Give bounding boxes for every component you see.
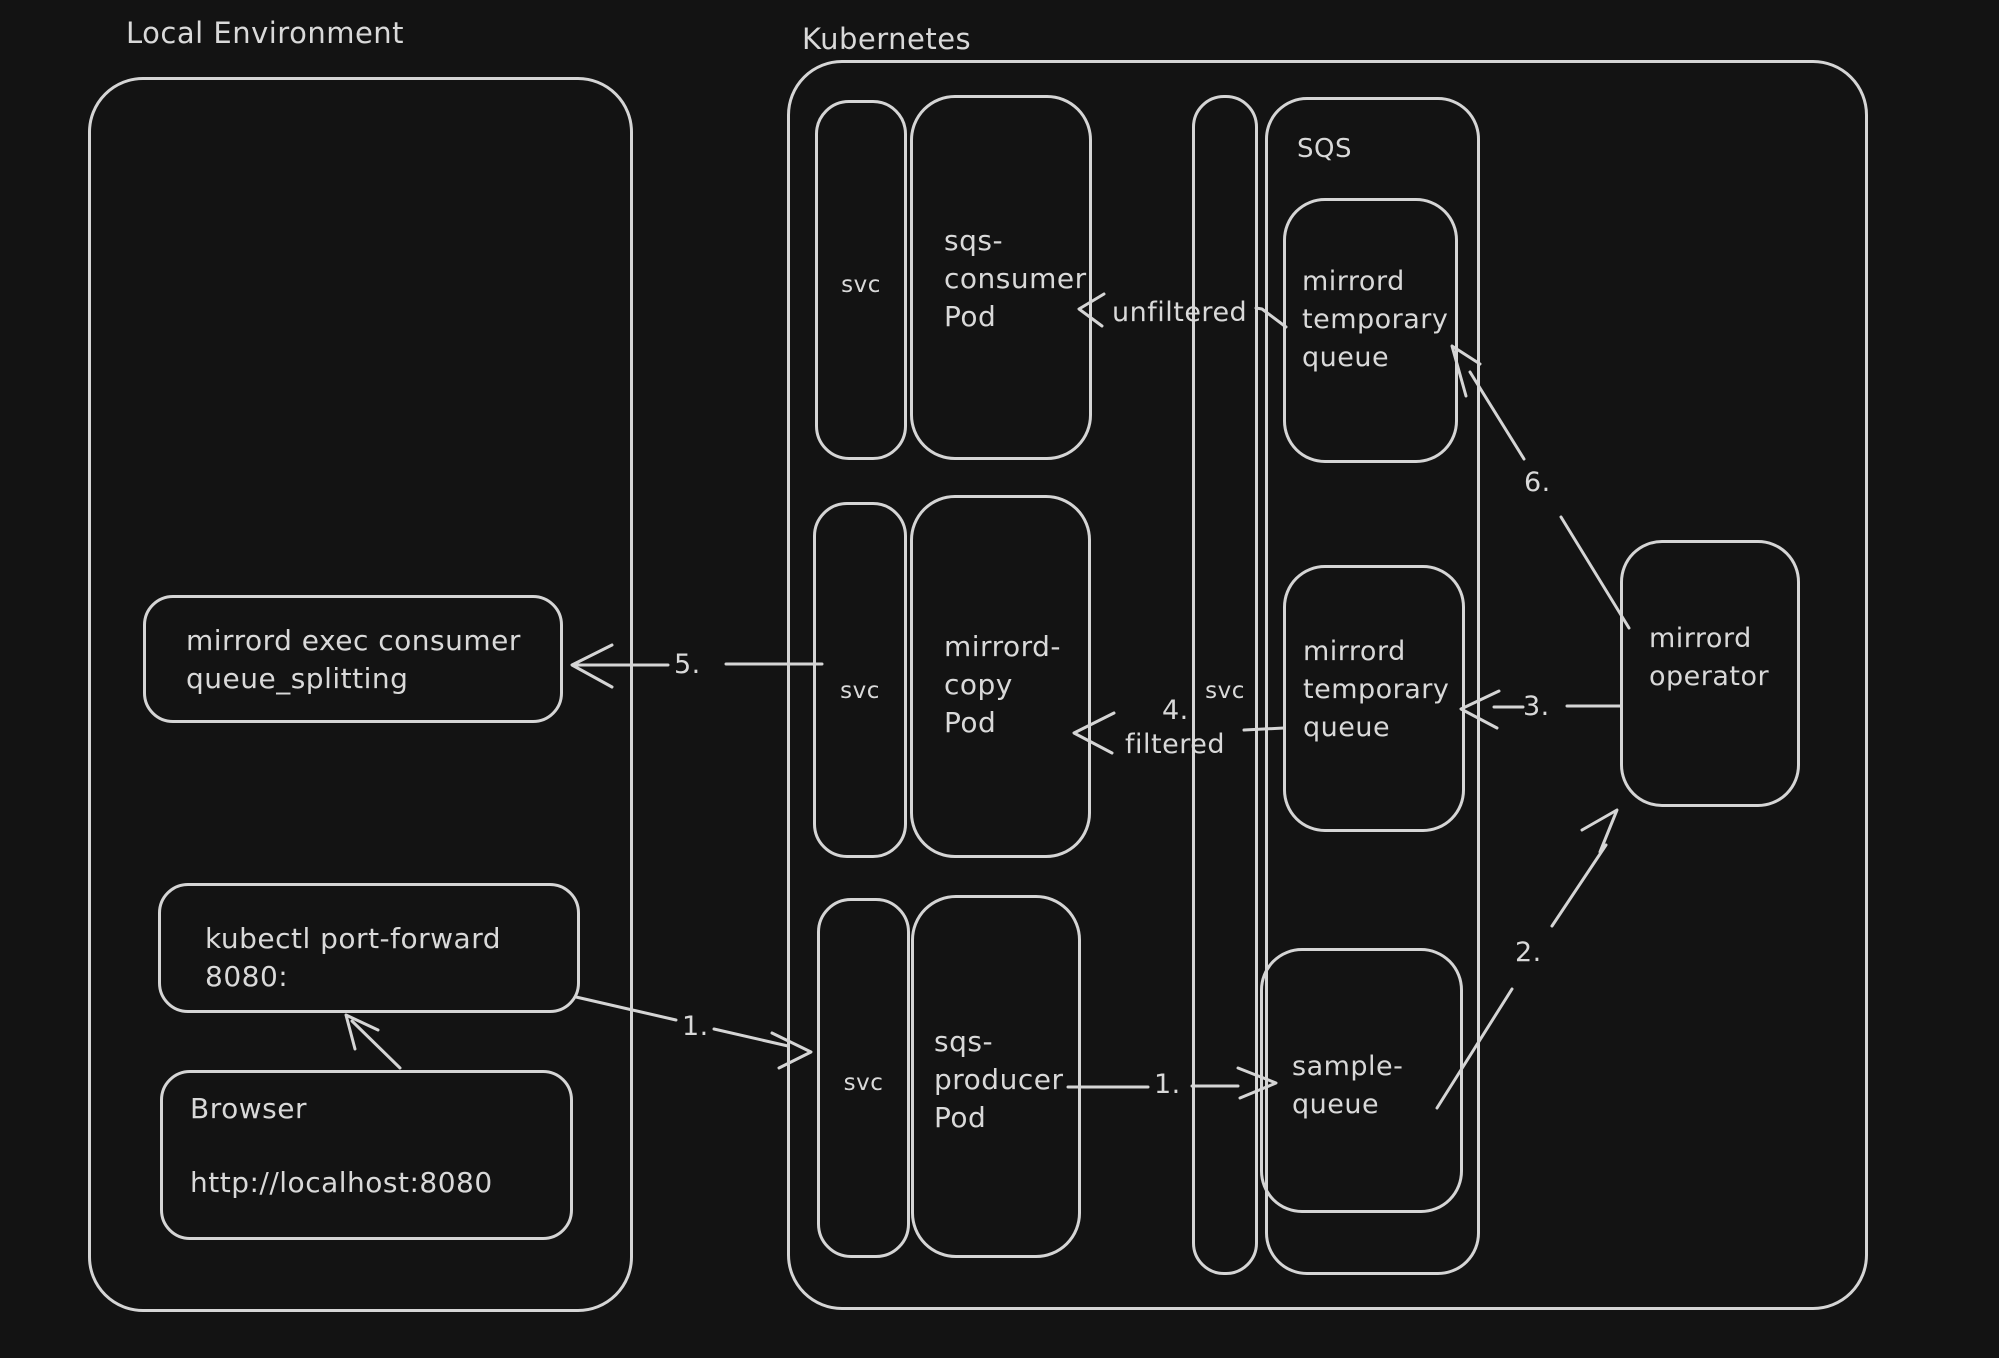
pod-sqs-consumer	[910, 95, 1092, 460]
local-environment-title: Local Environment	[126, 16, 405, 50]
arrow-label-4: 4.	[1162, 695, 1189, 726]
kubernetes-title: Kubernetes	[802, 22, 972, 56]
kubectl-port-forward-box	[158, 883, 580, 1013]
svc-box-producer	[817, 898, 910, 1258]
svc-label-producer: svc	[843, 1070, 884, 1096]
pod-sqs-producer	[911, 895, 1081, 1258]
arrow-label-1-queue: 1.	[1154, 1069, 1181, 1100]
browser-label: Browser	[190, 1092, 307, 1125]
arrow-label-5: 5.	[674, 649, 701, 680]
browser-box	[160, 1070, 573, 1240]
arrow-label-3: 3.	[1523, 691, 1550, 722]
local-environment-group	[88, 77, 633, 1312]
arrow-label-1-local: 1.	[682, 1011, 709, 1042]
arrow-label-2: 2.	[1515, 937, 1542, 968]
arrow-label-6: 6.	[1524, 467, 1551, 498]
mirrord-exec-consumer-line2: queue_splitting	[186, 662, 409, 695]
svc-box-consumer	[815, 100, 907, 460]
arrow-label-unfiltered: unfiltered	[1112, 297, 1248, 328]
pod-mirrord-copy	[910, 495, 1091, 858]
mirrord-operator-box	[1620, 540, 1800, 807]
kubernetes-group	[787, 60, 1868, 1310]
sqs-title: SQS	[1297, 134, 1352, 164]
svc-label-middle: svc	[1205, 678, 1245, 704]
sqs-group	[1265, 97, 1480, 1275]
mirrord-exec-consumer-box	[143, 595, 563, 723]
middle-svc-band	[1192, 95, 1258, 1275]
mirrord-exec-consumer-line1: mirrord exec consumer	[186, 624, 521, 657]
browser-url: http://localhost:8080	[190, 1166, 493, 1199]
queue-mirrord-temporary-1	[1283, 198, 1458, 463]
kubectl-line1: kubectl port-forward	[205, 922, 502, 955]
queue-sample-label: sample-queue	[1292, 1051, 1404, 1120]
svc-label-consumer: svc	[841, 272, 881, 298]
svc-label-copy: svc	[840, 678, 880, 704]
svc-box-copy	[813, 502, 907, 858]
arrow-label-filtered: filtered	[1125, 729, 1225, 760]
kubectl-line2: 8080:	[205, 960, 289, 993]
